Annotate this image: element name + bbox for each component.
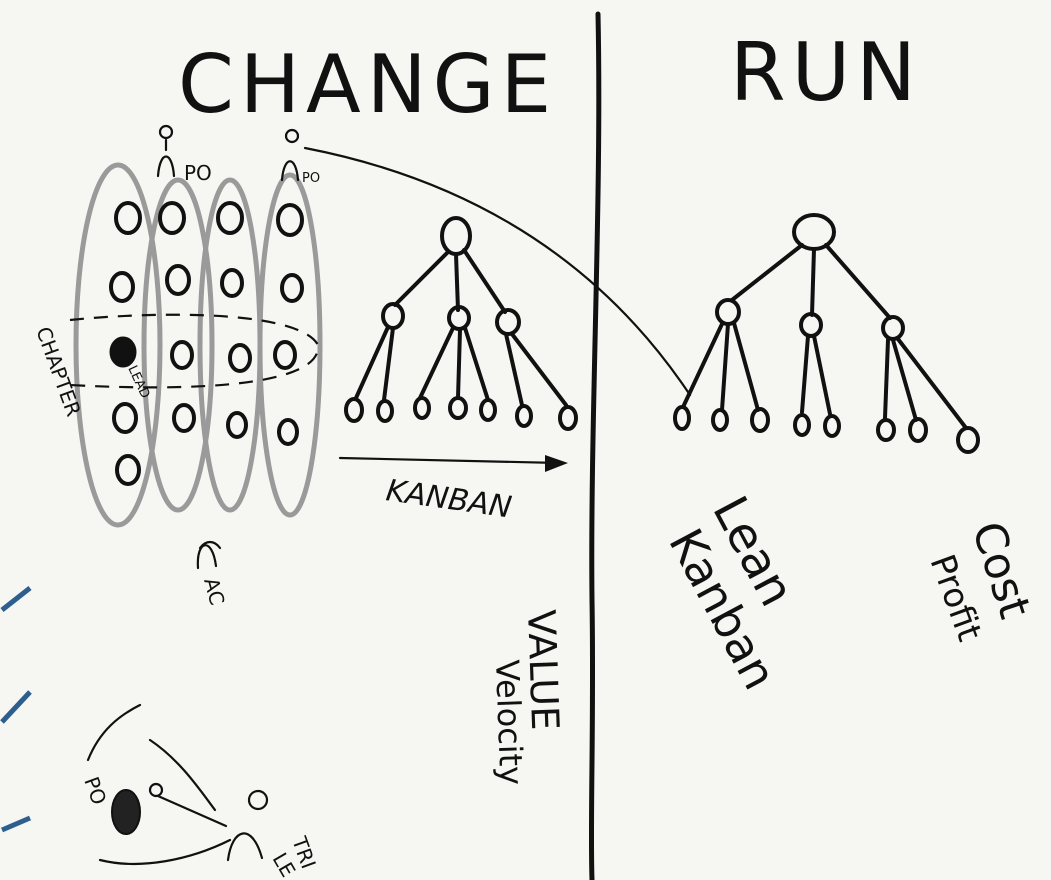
po-to-run-curve: [303, 146, 692, 397]
center-divider-line: [588, 11, 602, 880]
blue-marker-strokes: [0, 586, 32, 833]
chapter-dashed-boundary: [69, 313, 320, 389]
run-hierarchy-tree: [673, 213, 980, 454]
po-figure-2: PO: [280, 128, 320, 186]
squad-oval-1: [73, 162, 163, 528]
kanban-arrow: [338, 455, 568, 472]
squads-grid: [69, 162, 323, 528]
chapter-lead-member: [109, 336, 137, 368]
svg-text:PO: PO: [79, 774, 111, 808]
squad-oval-3: [197, 177, 263, 513]
squad-oval-2: [141, 177, 215, 513]
run-heading: RUN: [730, 26, 922, 119]
change-heading: CHANGE: [178, 38, 557, 131]
lead-label: LEAD: [124, 363, 152, 400]
agile-coach-figure: AC: [196, 540, 229, 608]
svg-text:AC: AC: [199, 575, 229, 608]
svg-text:PO: PO: [302, 171, 320, 186]
bottom-partial-sketch: PO TRI LE: [79, 703, 321, 880]
po-figure-1: PO: [156, 124, 212, 185]
change-metric-velocity: Velocity: [488, 659, 530, 786]
kanban-label: KANBAN: [384, 473, 514, 525]
change-hierarchy-tree: [344, 216, 578, 431]
svg-text:PO: PO: [184, 161, 212, 185]
change-metric-value: VALUE: [519, 609, 567, 731]
squad-oval-4: [257, 172, 323, 518]
